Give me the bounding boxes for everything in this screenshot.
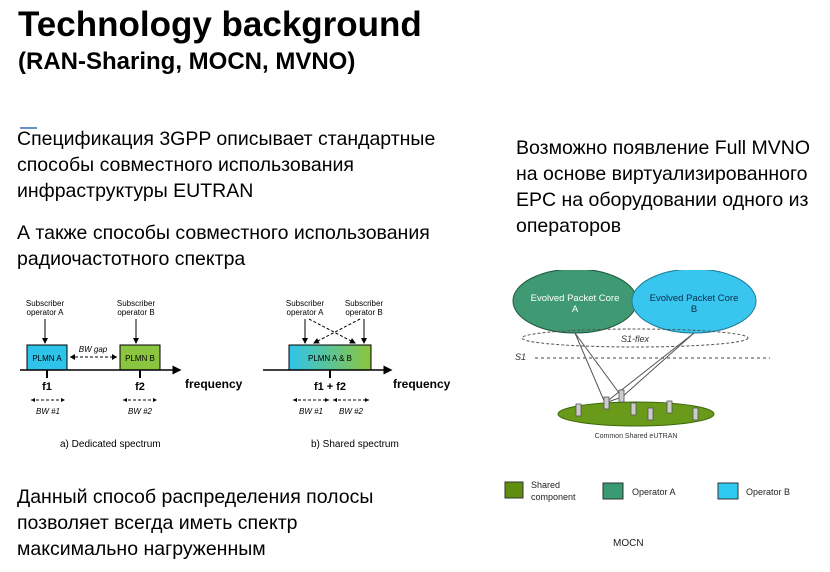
legend-operator-b-label: Operator B [746,487,790,497]
bw1-label: BW #1 [36,407,60,416]
shared-sub-a-label-2: operator A [287,308,325,317]
paragraph-bandwidth: Данный способ распределения полосы позво… [17,486,374,560]
f12-label: f1 + f2 [314,381,346,393]
sub-b-label-2: operator B [117,308,154,317]
shared-bw1-label: BW #1 [299,407,323,416]
shared-bw2-label: BW #2 [339,407,364,416]
plmn-b-label: PLMN B [125,354,155,363]
sub-a-label-2: operator A [27,308,65,317]
plmn-a-label: PLMN A [32,354,62,363]
shared-sub-b-label-2: operator B [345,308,382,317]
plmn-b-block [119,344,161,371]
paragraph-spectrum: А также способы совместного использовани… [17,222,430,270]
dedicated-caption: a) Dedicated spectrum [60,439,161,450]
f1-label: f1 [42,381,52,393]
s1-label: S1 [515,352,526,362]
shared-frequency-label: frequency [393,377,451,391]
bw-gap-label: BW gap [79,345,108,354]
epc-a-label-1: Evolved Packet Core [531,293,620,304]
bullet-marker [20,127,37,129]
legend-shared-label-2: component [531,492,576,502]
mocn-diagram: Evolved Packet Core A Evolved Packet Cor… [504,270,790,549]
s1-flex-ellipse [521,328,749,348]
slide-subtitle: (RAN-Sharing, MOCN, MVNO) [18,48,356,75]
epc-a-label-2: A [572,304,579,315]
epc-b-label-2: B [691,304,697,315]
paragraph-3gpp: Спецификация 3GPP описывает стандартные … [17,128,436,202]
eutran-label: Common Shared eUTRAN [595,433,678,440]
frequency-label: frequency [185,377,243,391]
f2-label: f2 [135,381,145,393]
s1-flex-label: S1-flex [621,334,650,344]
shared-spectrum-diagram: Subscriber operator A Subscriber operato… [263,299,451,450]
slide-title: Technology background [18,5,422,44]
legend-operator-a-swatch [602,482,624,500]
shared-sub-b-label-1: Subscriber [345,299,384,308]
legend-operator-a-label: Operator A [632,487,676,497]
dedicated-spectrum-diagram: Subscriber operator A Subscriber operato… [20,299,243,450]
legend-shared-label-1: Shared [531,480,560,490]
plmn-ab-label: PLMN A & B [308,354,352,363]
epc-b-label-1: Evolved Packet Core [650,293,739,304]
legend-operator-b-swatch [717,482,739,500]
paragraph-mvno: Возможно появление Full MVNO на основе в… [516,137,811,237]
sub-a-label-1: Subscriber [26,299,65,308]
shared-caption: b) Shared spectrum [311,439,399,450]
shared-sub-a-label-1: Subscriber [286,299,325,308]
bw2-label: BW #2 [128,407,153,416]
mocn-caption: MOCN [613,538,644,549]
plmn-a-block [26,344,68,371]
sub-b-label-1: Subscriber [117,299,156,308]
legend-shared-swatch [504,481,524,499]
